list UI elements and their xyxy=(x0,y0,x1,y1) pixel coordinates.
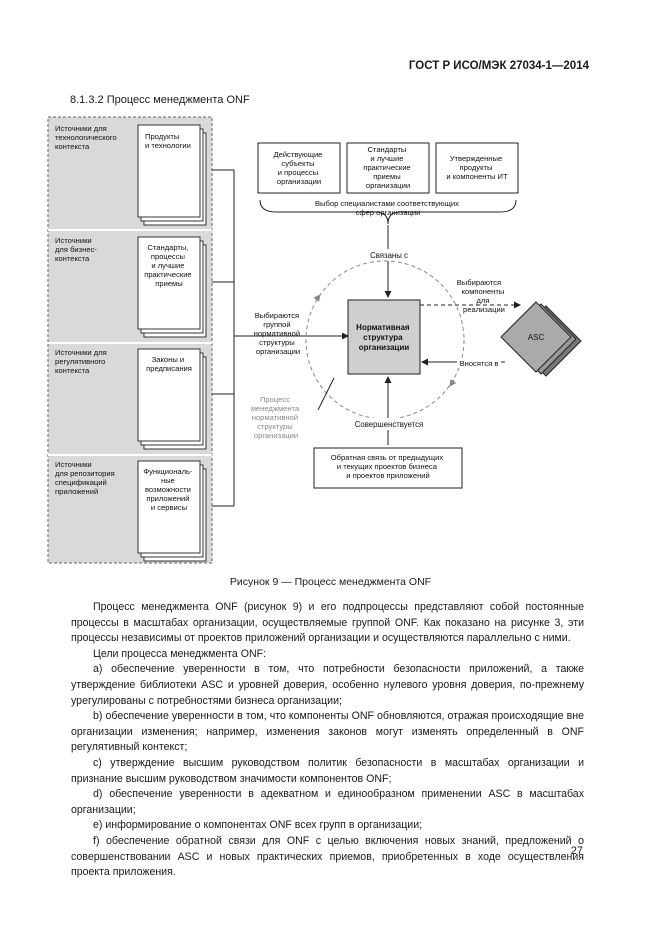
brace xyxy=(259,199,517,225)
source-label-regulatory: Источники для регулятивного контекста xyxy=(55,348,109,375)
doc-text-tech: Продукты и технологии xyxy=(145,132,191,150)
list-item: a) обеспечение уверенности в том, что по… xyxy=(71,663,584,707)
source-label-tech: Источники для технологического контекста xyxy=(55,124,119,151)
list-item: f) обеспечение обратной связи для ONF с … xyxy=(71,834,584,879)
doc-stack-application xyxy=(137,460,207,562)
source-label-business: Источники для бизнес- контекста xyxy=(55,236,99,263)
box-actors-text: Действующие субъекты и процессы организа… xyxy=(273,150,324,186)
asc-label: ASC xyxy=(528,333,545,342)
selected-components-label: Выбираются компоненты для реализации xyxy=(457,278,507,314)
onf-box-text: Нормативная структура организации xyxy=(356,323,412,352)
paragraph: Цели процесса менеджмента ONF: xyxy=(93,647,267,660)
process-label: Процесс менеджмента нормативной структур… xyxy=(251,395,302,440)
box-actors xyxy=(257,142,341,194)
improved-label: Совершенствуется xyxy=(355,420,424,429)
onf-process-diagram: Источники для технологического контекста… xyxy=(47,116,582,564)
box-components xyxy=(435,142,519,194)
page-number: 27 xyxy=(570,845,583,857)
document-header: ГОСТ Р ИСО/МЭК 27034-1—2014 xyxy=(408,60,589,72)
sources-bracket xyxy=(212,169,349,507)
doc-text-business: Стандарты, процессы и лучшие практически… xyxy=(144,243,194,288)
process-cycle xyxy=(305,260,465,420)
list-item: b) обеспечение уверенности в том, что ко… xyxy=(71,710,584,754)
source-label-application: Источники для репозитория спецификаций п… xyxy=(55,460,117,496)
asc-stack xyxy=(500,301,582,377)
figure-caption: Рисунок 9 — Процесс менеджмента ONF xyxy=(229,576,432,588)
doc-text-application: Функциональ- ные возможности приложений … xyxy=(143,467,194,512)
process-label-pointer xyxy=(317,377,335,411)
feedback-text: Обратная связь от предыдущих и текущих п… xyxy=(331,453,446,480)
body-text: Процесс менеджмента ONF (рисунок 9) и ег… xyxy=(71,600,584,881)
selected-by-group-label: Выбираются группой нормативной структуры… xyxy=(254,311,302,356)
doc-stack-regulatory xyxy=(137,348,207,450)
doc-stack-business xyxy=(137,236,207,338)
feedback-box xyxy=(313,447,463,489)
onf-box xyxy=(347,299,421,375)
linked-with-label: Связаны с xyxy=(370,251,408,260)
list-item: d) обеспечение уверенности в адекватном … xyxy=(71,788,584,816)
list-item: c) утверждение высшим руководством полит… xyxy=(71,756,584,785)
box-standards xyxy=(346,142,430,194)
paragraph: Процесс менеджмента ONF (рисунок 9) и ег… xyxy=(71,601,584,645)
doc-stack-tech xyxy=(137,124,207,226)
doc-text-regulatory: Законы и предписания xyxy=(146,355,192,373)
box-standards-text: Стандарты и лучшие практические приемы о… xyxy=(363,145,413,190)
experts-label: Выбор специалистами соответствующих сфер… xyxy=(315,199,461,217)
section-title: 8.1.3.2 Процесс менеджмента ONF xyxy=(70,94,250,106)
inserted-into-label: Вносятся в xyxy=(460,359,499,368)
box-components-text: Утвержденные продукты и компоненты ИТ xyxy=(446,154,508,181)
list-item: e) информирование о компонентах ONF всех… xyxy=(93,819,423,832)
